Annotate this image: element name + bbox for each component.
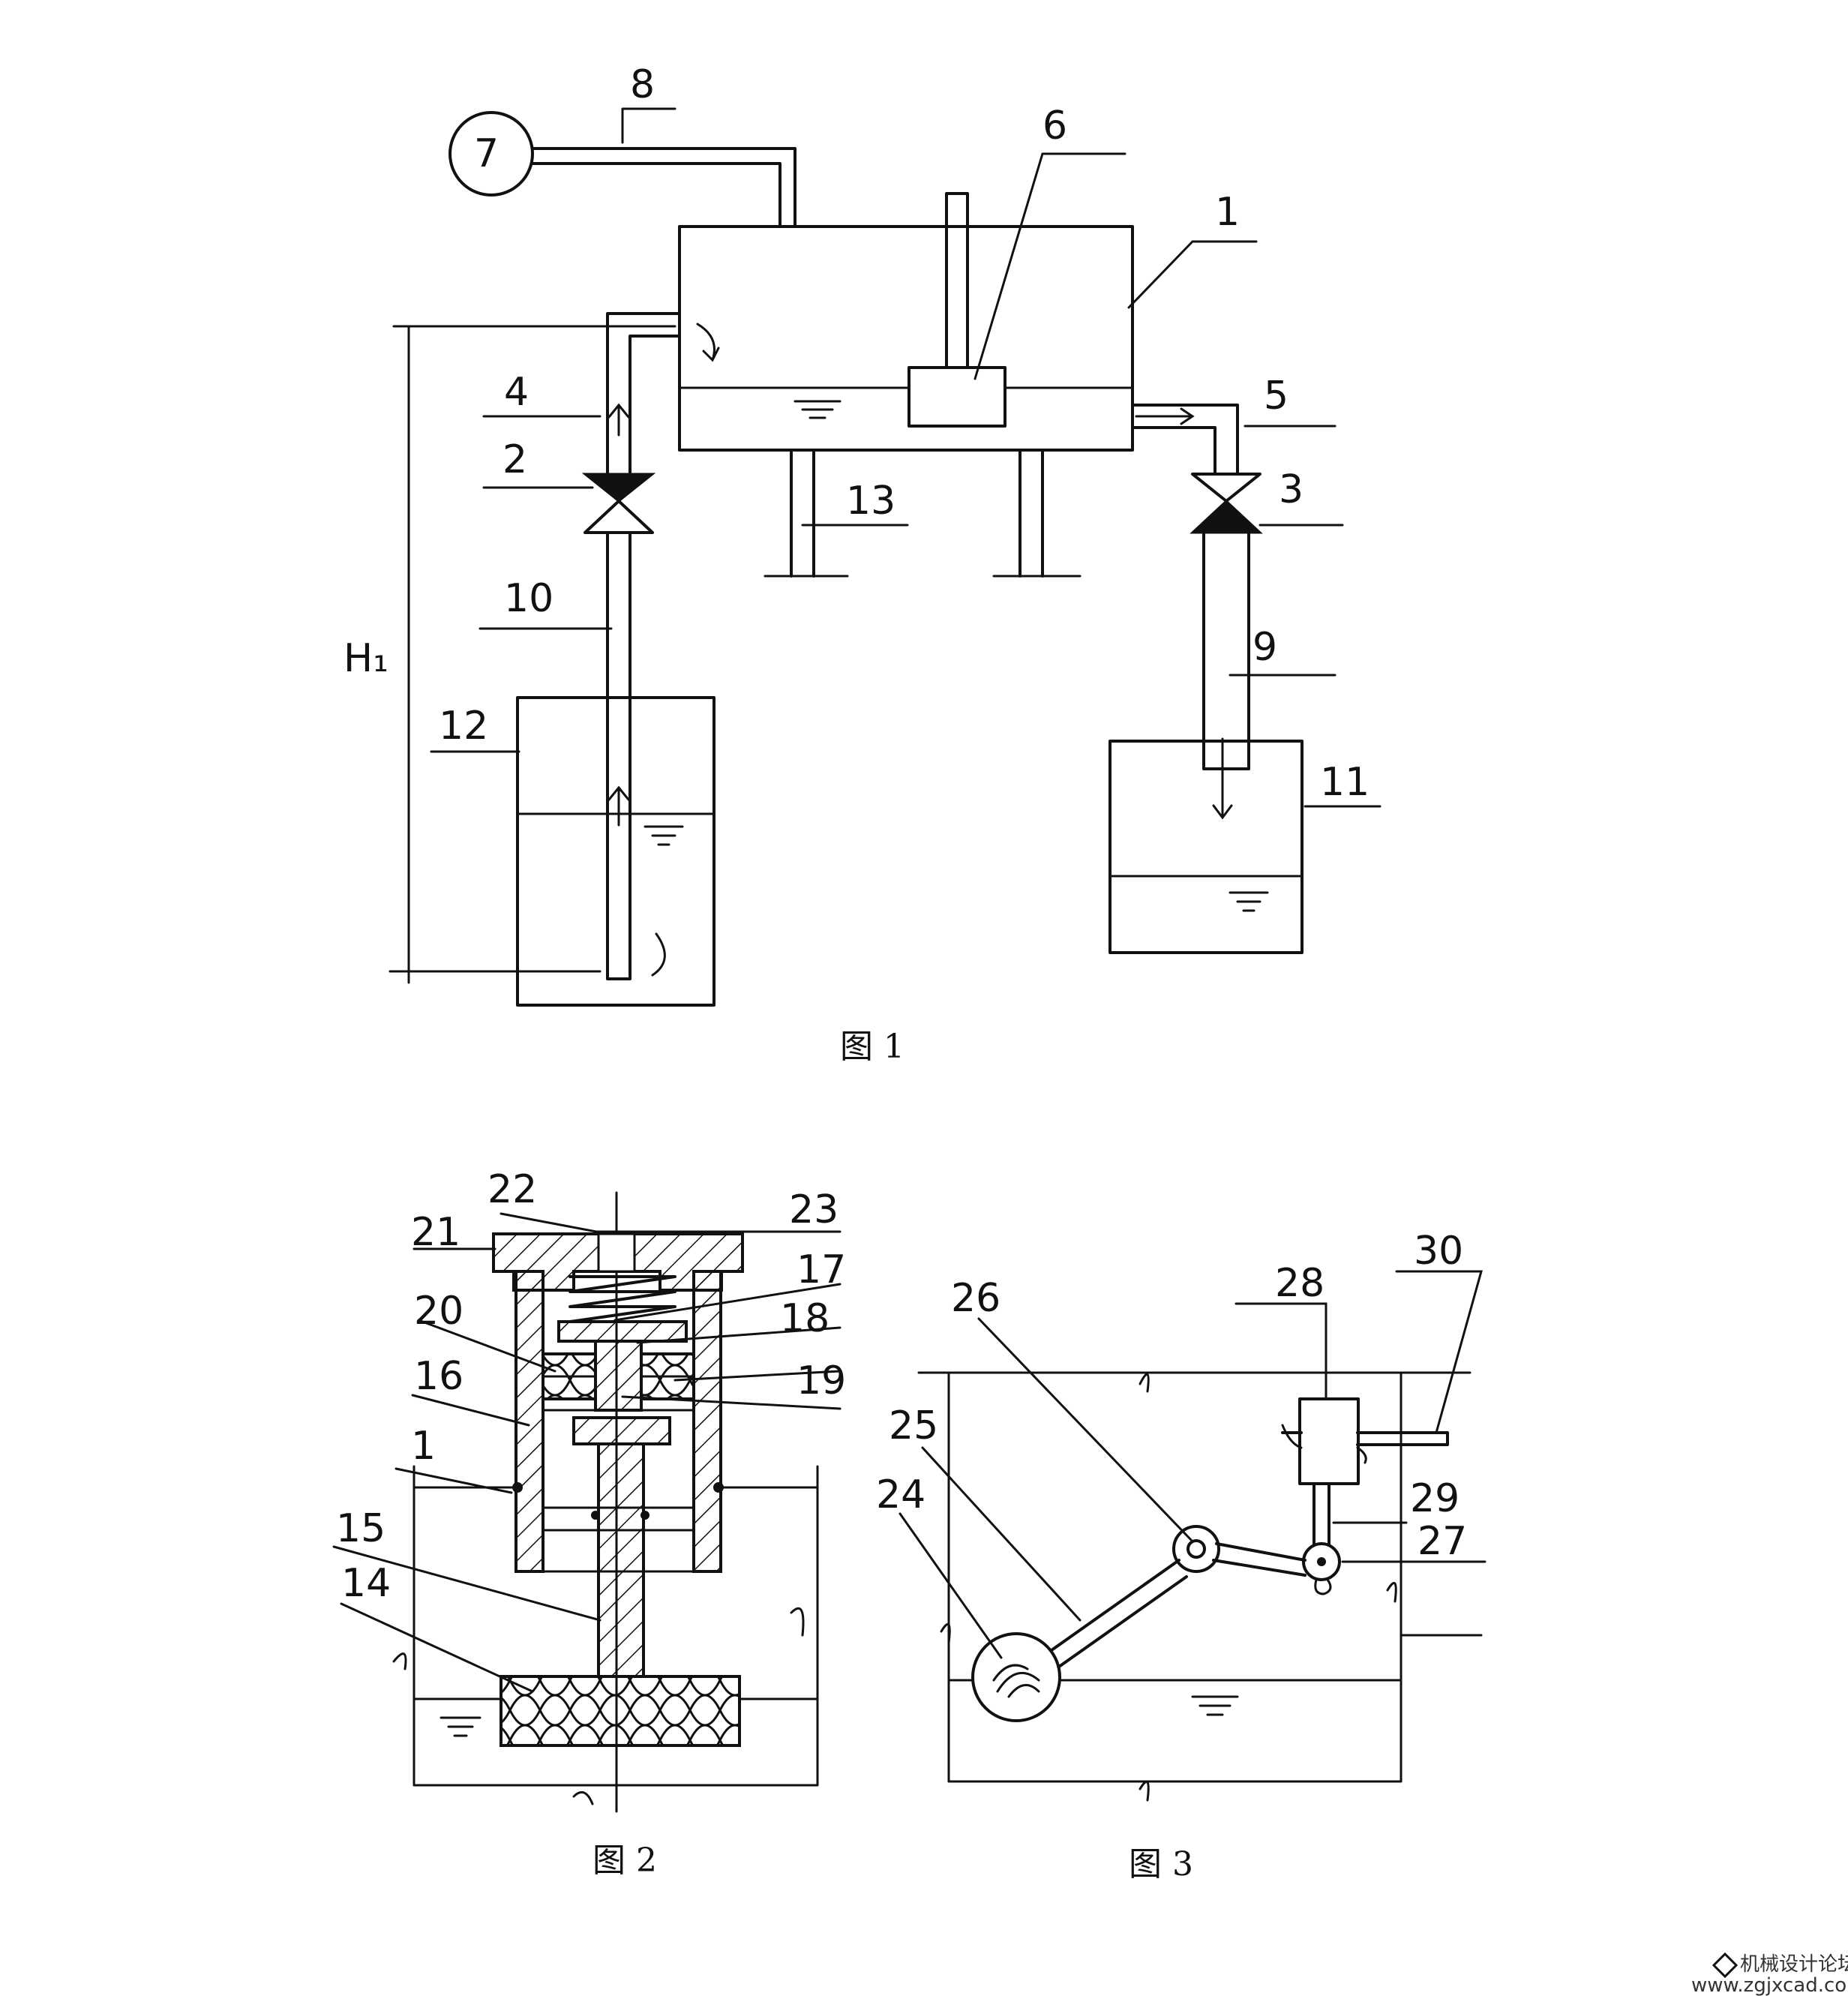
pivot-26 bbox=[1172, 1525, 1220, 1573]
flow-arrows bbox=[608, 323, 1233, 977]
label-22: 22 bbox=[488, 1167, 537, 1212]
vent-hole-22 bbox=[597, 1232, 636, 1273]
valve-3 bbox=[1190, 473, 1263, 534]
support-legs-13 bbox=[790, 449, 1044, 578]
svg-text:机械设计论坛: 机械设计论坛 bbox=[1740, 1953, 1848, 1976]
label-2: 2 bbox=[502, 437, 527, 482]
dimension-h1: H₁ bbox=[344, 325, 676, 984]
label-25: 25 bbox=[889, 1403, 938, 1448]
pipe-8 bbox=[531, 147, 796, 228]
piston-head bbox=[572, 1416, 671, 1445]
label-3: 3 bbox=[1279, 467, 1304, 512]
pivot-27 bbox=[1302, 1542, 1341, 1581]
reservoir-12 bbox=[516, 696, 716, 1007]
fig3-caption: 图 3 bbox=[1129, 1845, 1193, 1883]
label-15: 15 bbox=[336, 1506, 386, 1551]
label-1-fig2: 1 bbox=[411, 1424, 436, 1469]
label-11: 11 bbox=[1320, 760, 1370, 805]
label-19: 19 bbox=[796, 1358, 846, 1403]
valve-2 bbox=[581, 473, 656, 534]
tank-1 bbox=[678, 225, 1134, 452]
fig2-leader-lines bbox=[332, 1212, 842, 1693]
label-6: 6 bbox=[1042, 104, 1067, 149]
label-27: 27 bbox=[1418, 1519, 1467, 1564]
fig1-leader-lines bbox=[430, 107, 1382, 808]
float-ball-24 bbox=[971, 1632, 1061, 1722]
label-12: 12 bbox=[439, 704, 488, 749]
tank-wall-fig3 bbox=[917, 1371, 1483, 1783]
label-13: 13 bbox=[846, 479, 896, 524]
label-17: 18 bbox=[780, 1296, 830, 1341]
housing-16-right bbox=[692, 1270, 722, 1573]
fig1-caption: 图 1 bbox=[840, 1028, 904, 1066]
valve-stem-19 bbox=[594, 1340, 643, 1412]
float-14 bbox=[500, 1675, 741, 1747]
tank-wall-fig2 bbox=[412, 1465, 819, 1787]
fig3-leader-lines bbox=[898, 1270, 1486, 1659]
fig2-caption: 图 2 bbox=[592, 1841, 657, 1880]
site-watermark: 机械设计论坛 www.zgjxcad.com bbox=[1691, 1952, 1848, 1996]
rod-15 bbox=[597, 1442, 645, 1678]
label-26: 26 bbox=[951, 1276, 1000, 1321]
valve-body-28 bbox=[1298, 1397, 1360, 1485]
label-24: 24 bbox=[876, 1472, 926, 1517]
logo-icon bbox=[1712, 1952, 1738, 1979]
pipe-4 bbox=[606, 312, 681, 476]
label-16: 16 bbox=[414, 1354, 464, 1399]
label-21: 21 bbox=[411, 1210, 460, 1255]
spring-23 bbox=[568, 1275, 676, 1323]
label-5: 5 bbox=[1264, 374, 1288, 419]
svg-text:7: 7 bbox=[474, 131, 499, 176]
float-rod bbox=[945, 192, 969, 369]
label-10: 10 bbox=[504, 576, 554, 621]
label-8: 8 bbox=[630, 62, 655, 107]
label-20: 20 bbox=[414, 1289, 464, 1334]
label-23: 23 bbox=[789, 1187, 838, 1232]
label-9: 9 bbox=[1252, 625, 1277, 670]
valve-plate-18 bbox=[557, 1320, 688, 1343]
label-4: 4 bbox=[504, 370, 529, 415]
label-14: 14 bbox=[341, 1561, 391, 1606]
lever-arm-25 bbox=[1050, 1559, 1188, 1668]
pipe-5 bbox=[1131, 404, 1239, 476]
pipe-9 bbox=[1202, 531, 1250, 770]
pipe-30 bbox=[1281, 1431, 1449, 1446]
figure-2: 22 23 21 17 20 18 16 19 1 15 14 图 2 bbox=[332, 1167, 846, 1880]
label-30: 30 bbox=[1414, 1229, 1463, 1274]
label-1: 1 bbox=[1215, 190, 1240, 235]
collection-tank-11 bbox=[1108, 740, 1304, 954]
figure-1: 7 bbox=[344, 62, 1382, 1066]
pipe-10 bbox=[606, 531, 632, 980]
housing-16-left bbox=[514, 1270, 544, 1573]
vacuum-gauge-7 bbox=[448, 111, 534, 197]
label-28: 28 bbox=[1275, 1261, 1324, 1306]
float-6 bbox=[908, 366, 1006, 428]
svg-text:H₁: H₁ bbox=[344, 636, 388, 681]
label-29: 29 bbox=[1410, 1476, 1460, 1521]
label-18: 17 bbox=[796, 1247, 846, 1292]
rod-29 bbox=[1312, 1482, 1330, 1547]
figure-3: 28 30 26 25 24 29 27 图 3 bbox=[876, 1229, 1486, 1883]
svg-text:www.zgjxcad.com: www.zgjxcad.com bbox=[1691, 1974, 1848, 1996]
